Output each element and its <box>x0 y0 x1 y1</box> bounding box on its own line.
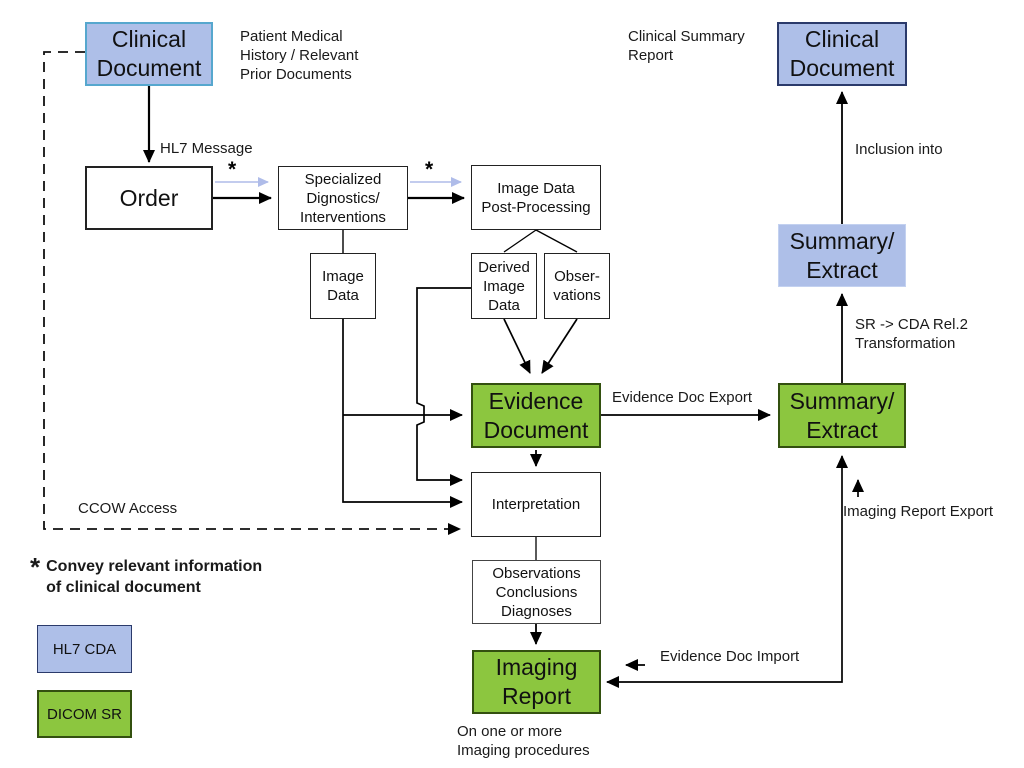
label-evidence-doc-import: Evidence Doc Import <box>660 648 800 665</box>
asterisk-specialized-arrow: * <box>425 158 434 181</box>
box-clinical-document-right: Clinical Document <box>777 22 907 86</box>
legend-dicom-sr: DICOM SR <box>37 690 132 738</box>
box-imaging-report: Imaging Report <box>472 650 601 714</box>
box-summary-extract-blue: Summary/ Extract <box>778 224 906 287</box>
label-clinical-summary-report: Clinical Summary Report <box>628 28 745 64</box>
label-inclusion-into: Inclusion into <box>855 141 943 158</box>
box-summary-extract-green: Summary/ Extract <box>778 383 906 448</box>
arrow-observations-to-evidence <box>541 318 578 374</box>
legend-hl7-cda: HL7 CDA <box>37 625 132 673</box>
box-derived-image-data: Derived Image Data <box>471 253 537 319</box>
label-sr-cda-transformation: SR -> CDA Rel.2 Transformation <box>855 316 968 352</box>
line-postprocessing-to-derived <box>503 229 537 253</box>
box-image-data: Image Data <box>310 253 376 319</box>
box-order: Order <box>85 166 213 230</box>
asterisk-order-arrow: * <box>228 158 237 181</box>
asterisk-note: * <box>30 552 41 582</box>
line-postprocessing-to-observations <box>535 229 578 253</box>
label-imaging-report-export: Imaging Report Export <box>843 503 994 520</box>
label-patient-medical-history: Patient Medical History / Relevant Prior… <box>240 28 359 83</box>
box-interpretation: Interpretation <box>471 472 601 537</box>
label-hl7-message: HL7 Message <box>160 140 253 157</box>
box-image-data-post-processing: Image Data Post-Processing <box>471 165 601 230</box>
arrow-dashed-ccow-access <box>43 51 461 535</box>
arrow-imagingreport-summarygreen-elbow <box>606 455 848 688</box>
box-observations-conclusions-diagnoses: Observations Conclusions Diagnoses <box>472 560 601 624</box>
label-on-one-or-more-imaging: On one or more Imaging procedures <box>457 723 590 759</box>
label-ccow-access: CCOW Access <box>78 500 178 517</box>
arrow-derived-to-evidence <box>503 318 531 374</box>
label-evidence-doc-export: Evidence Doc Export <box>612 389 753 406</box>
box-observations: Obser- vations <box>544 253 610 319</box>
arrow-imagedata-to-interpretation <box>342 319 463 508</box>
note-convey-relevant-information: * Convey relevant information of clinica… <box>30 552 263 598</box>
arrow-derived-to-interpretation <box>416 287 471 486</box>
note-text: Convey relevant information of clinical … <box>46 558 263 596</box>
box-clinical-document-left: Clinical Document <box>85 22 213 86</box>
box-evidence-document: Evidence Document <box>471 383 601 448</box>
box-specialized-diagnostics: Specialized Dignostics/ Interventions <box>278 166 408 230</box>
